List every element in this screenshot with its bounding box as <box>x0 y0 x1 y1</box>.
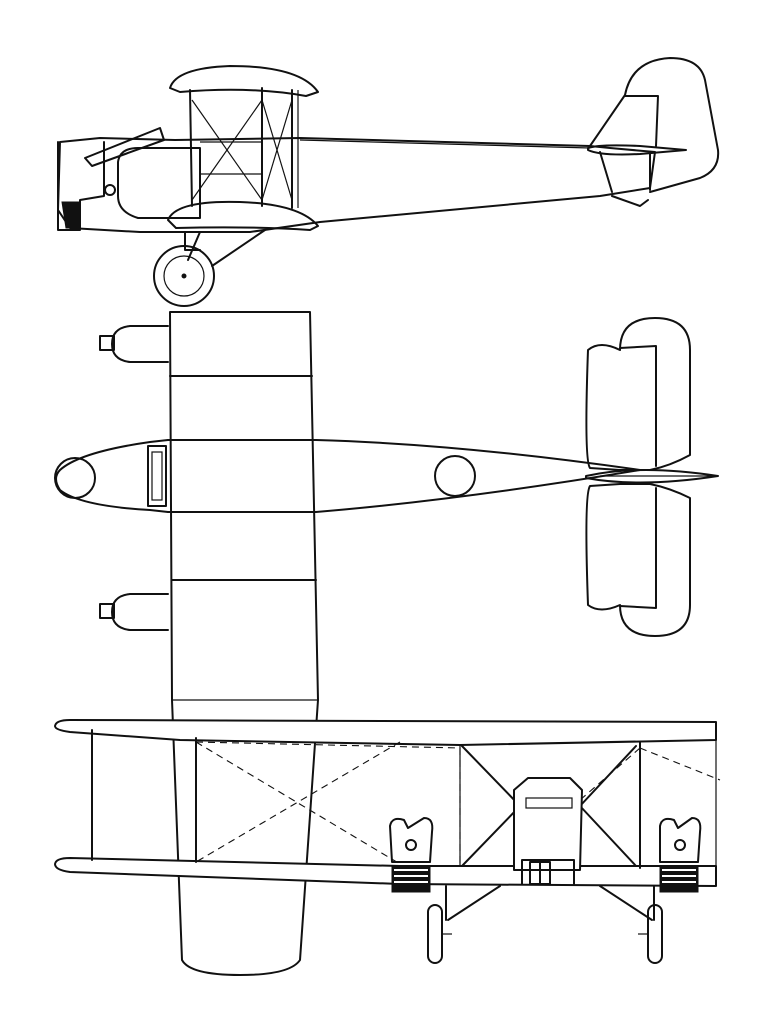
upper-wing-front <box>54 719 717 746</box>
spinner-plan <box>54 457 96 499</box>
side-view <box>57 57 720 307</box>
radiator-front <box>521 859 575 885</box>
undercarriage-struts <box>184 229 266 267</box>
plan-view <box>54 311 719 976</box>
interplane-strut-front <box>189 89 193 207</box>
nose-radiator <box>61 201 81 229</box>
cockpit-plan <box>434 455 476 497</box>
main-wheel-side <box>153 245 215 307</box>
wheel-front-left <box>427 904 443 964</box>
engine-front-left <box>389 817 434 893</box>
cockpit-front-plan <box>147 445 167 507</box>
engine-port <box>104 184 116 196</box>
wing-plan <box>169 311 319 976</box>
engine-nacelle-plan-left <box>111 325 169 363</box>
fuselage-plan <box>167 439 641 513</box>
tail-skid <box>611 195 649 207</box>
propeller-blade <box>84 127 165 167</box>
front-view <box>54 719 721 964</box>
tailplane-plan <box>585 317 691 471</box>
tail-fin-rudder <box>589 57 720 193</box>
undercarriage-front <box>445 885 655 921</box>
fuselage-front <box>513 777 583 871</box>
engine-front-right <box>659 817 702 893</box>
engine-nacelle-side <box>117 147 201 219</box>
lower-wing-front <box>54 857 717 887</box>
nose-plan <box>55 439 169 513</box>
tailplane-side <box>587 144 687 156</box>
engine-nacelle-plan-right <box>111 593 169 631</box>
upper-wing-section <box>169 65 319 97</box>
lower-wing-section <box>167 200 319 231</box>
